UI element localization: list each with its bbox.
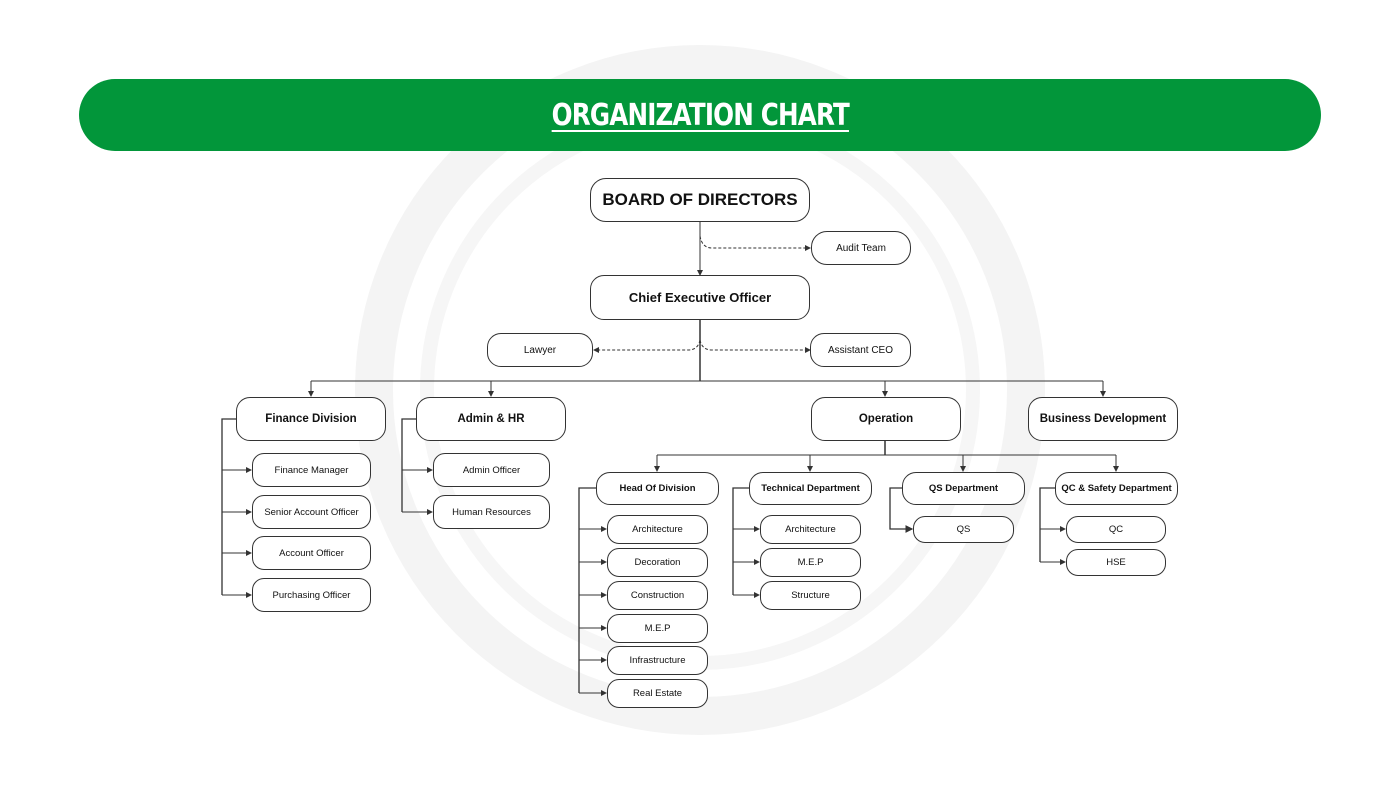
finance-child-1-box: Finance Manager [252,453,371,487]
technical-department-box: Technical Department [749,472,872,505]
finance-child-2-box: Senior Account Officer [252,495,371,529]
ceo-box: Chief Executive Officer [590,275,810,320]
head-division-child-3-box: Construction [607,580,708,610]
title-banner: ORGANIZATION CHART [79,79,1321,151]
operation-box: Operation [811,397,961,441]
board-to-audit [699,235,811,251]
audit-box: Audit Team [811,231,911,265]
head-of-division-box: Head Of Division [596,472,719,505]
page-title: ORGANIZATION CHART [551,97,849,133]
qs-department-box: QS Department [902,472,1025,505]
ceo-to-assistant [699,339,811,353]
qc-safety-department-box: QC & Safety Department [1055,472,1178,505]
technical-child-1-box: Architecture [760,514,861,544]
technical-child-3-box: Structure [760,580,861,610]
head-division-child-5-box: Infrastructure [607,645,708,675]
assistant-ceo-box: Assistant CEO [810,333,911,367]
business-development-box: Business Development [1028,397,1178,441]
qc-child-1-box: QC [1066,515,1166,543]
admin-child-2-box: Human Resources [433,495,550,529]
head-division-child-4-box: M.E.P [607,613,708,643]
technical-child-2-box: M.E.P [760,547,861,577]
finance-division-box: Finance Division [236,397,386,441]
head-division-child-2-box: Decoration [607,547,708,577]
admin-child-1-box: Admin Officer [433,453,550,487]
head-division-child-1-box: Architecture [607,514,708,544]
head-division-child-6-box: Real Estate [607,678,708,708]
ceo-to-lawyer [593,339,701,353]
finance-child-3-box: Account Officer [252,536,371,570]
finance-child-4-box: Purchasing Officer [252,578,371,612]
qc-child-2-box: HSE [1066,548,1166,576]
lawyer-box: Lawyer [487,333,593,367]
qs-child-1-box: QS [913,515,1014,543]
admin-hr-box: Admin & HR [416,397,566,441]
board-box: BOARD OF DIRECTORS [590,178,810,222]
